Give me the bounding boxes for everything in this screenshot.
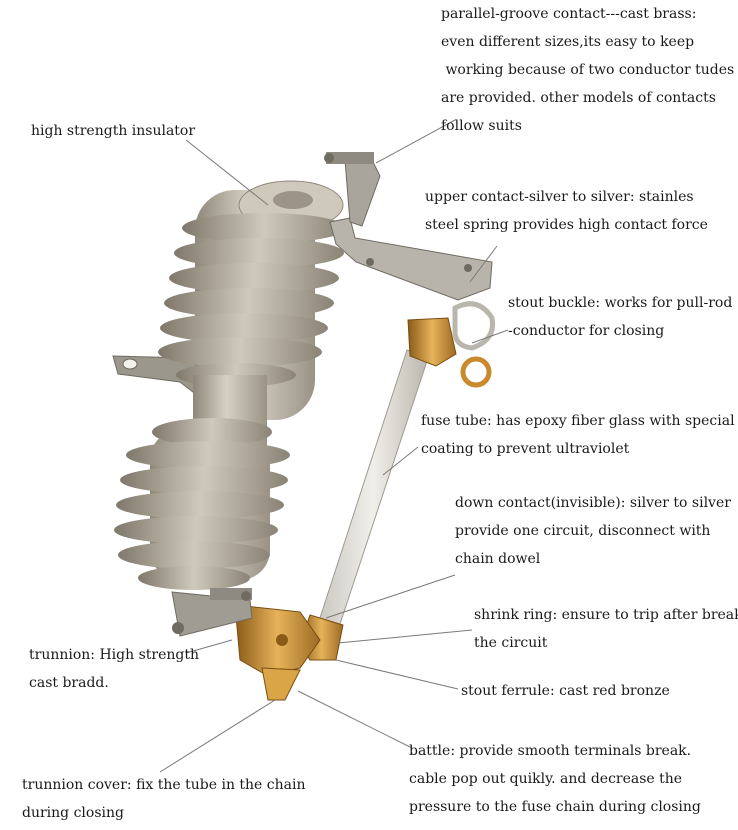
label-trunnion-cover: trunnion cover: fix the tube in the chai… bbox=[22, 771, 306, 827]
label-down-contact: down contact(invisible): silver to silve… bbox=[455, 489, 731, 573]
label-battle: battle: provide smooth terminals break. … bbox=[409, 737, 701, 821]
label-line: working because of two conductor tudes bbox=[441, 62, 735, 78]
label-line: cast bradd. bbox=[29, 675, 109, 691]
label-line: trunnion cover: fix the tube in the chai… bbox=[22, 777, 306, 793]
label-fuse-tube: fuse tube: has epoxy fiber glass with sp… bbox=[421, 407, 735, 463]
top-fuse-fitting bbox=[407, 301, 496, 388]
label-line: follow suits bbox=[441, 118, 522, 134]
label-line: parallel-groove contact---cast brass: bbox=[441, 6, 697, 22]
label-line: coating to prevent ultraviolet bbox=[421, 441, 630, 457]
label-parallel-groove-contact: parallel-groove contact---cast brass: ev… bbox=[441, 0, 734, 140]
upper-contact-assembly bbox=[324, 152, 493, 301]
label-stout-ferrule: stout ferrule: cast red bronze bbox=[461, 677, 670, 705]
label-line: are provided. other models of contacts bbox=[441, 90, 716, 106]
label-line: shrink ring: ensure to trip after break bbox=[474, 607, 738, 623]
label-line: steel spring provides high contact force bbox=[425, 217, 708, 233]
label-trunnion: trunnion: High strength cast bradd. bbox=[29, 641, 199, 697]
label-line: high strength insulator bbox=[31, 123, 196, 139]
label-line: the circuit bbox=[474, 635, 548, 651]
label-high-strength-insulator: high strength insulator bbox=[31, 117, 195, 145]
label-line: chain dowel bbox=[455, 551, 541, 567]
bottom-fitting bbox=[171, 588, 344, 701]
label-shrink-ring: shrink ring: ensure to trip after break … bbox=[474, 601, 738, 657]
lower-insulator bbox=[114, 418, 290, 590]
label-line: upper contact-silver to silver: stainles bbox=[425, 189, 694, 205]
label-line: pressure to the fuse chain during closin… bbox=[409, 799, 701, 815]
label-line: stout buckle: works for pull-rod bbox=[508, 295, 733, 311]
fuse-tube bbox=[317, 349, 429, 631]
label-line: battle: provide smooth terminals break. bbox=[409, 743, 692, 759]
label-line: down contact(invisible): silver to silve… bbox=[455, 495, 731, 511]
label-upper-contact: upper contact-silver to silver: stainles… bbox=[425, 183, 708, 239]
label-line: provide one circuit, disconnect with bbox=[455, 523, 711, 539]
leader-lines bbox=[159, 119, 509, 773]
label-line: cable pop out quikly. and decrease the bbox=[409, 771, 683, 787]
label-line: -conductor for closing bbox=[508, 323, 665, 339]
label-line: fuse tube: has epoxy fiber glass with sp… bbox=[421, 413, 735, 429]
label-line: even different sizes,its easy to keep bbox=[441, 34, 695, 50]
label-stout-buckle: stout buckle: works for pull-rod -conduc… bbox=[508, 289, 732, 345]
label-line: trunnion: High strength bbox=[29, 647, 199, 663]
label-line: during closing bbox=[22, 805, 124, 821]
label-line: stout ferrule: cast red bronze bbox=[461, 683, 670, 699]
